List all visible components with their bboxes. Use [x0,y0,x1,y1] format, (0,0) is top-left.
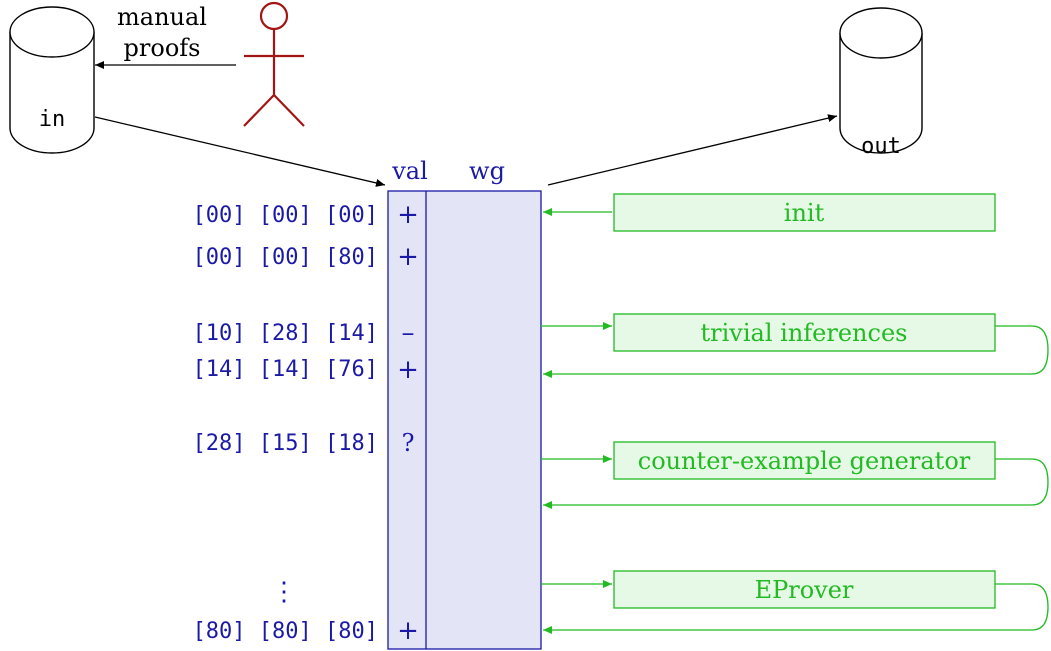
row-val: + [397,200,419,230]
process-label-init: init [784,199,825,227]
row-val: + [397,355,419,385]
input-database-label: in [39,107,66,132]
row-val: ? [402,429,415,457]
annotation-proofs: proofs [124,34,201,62]
row-val: + [397,242,419,272]
row-key: [00] [00] [80] [193,245,378,270]
process-box-init [613,193,996,232]
trivial-loop-arrow [543,325,1049,378]
row-key: [10] [28] [14] [193,321,378,346]
annotation-manual: manual [117,3,207,31]
person-icon [243,1,305,127]
eprover-loop-arrow [543,583,1049,634]
output-database-label: out [861,134,901,159]
column-header-val: val [391,157,428,185]
row-key: [00] [00] [00] [193,203,378,228]
row-val: – [402,318,415,348]
row-key: [14] [14] [76] [193,357,378,382]
table-to-output-arrow [547,114,838,186]
output-database-icon [839,7,923,154]
row-key-ellipsis: ⋮ [271,577,297,607]
counter-example-loop-arrow [543,458,1049,509]
process-box-counter-example-generator [613,441,996,480]
row-val: + [397,616,419,646]
process-label-counter-example-generator: counter-example generator [638,447,971,475]
row-key: [28] [15] [18] [193,431,378,456]
process-label-eprover: EProver [755,576,854,604]
process-label-trivial-inferences: trivial inferences [701,319,908,347]
process-box-trivial-inferences [613,313,996,352]
input-to-table-arrow [94,116,386,187]
row-key: [80] [80] [80] [193,619,378,644]
work-table [387,190,542,650]
column-header-wg: wg [469,157,505,185]
input-database-icon [9,6,95,154]
process-box-eprover [613,570,996,609]
